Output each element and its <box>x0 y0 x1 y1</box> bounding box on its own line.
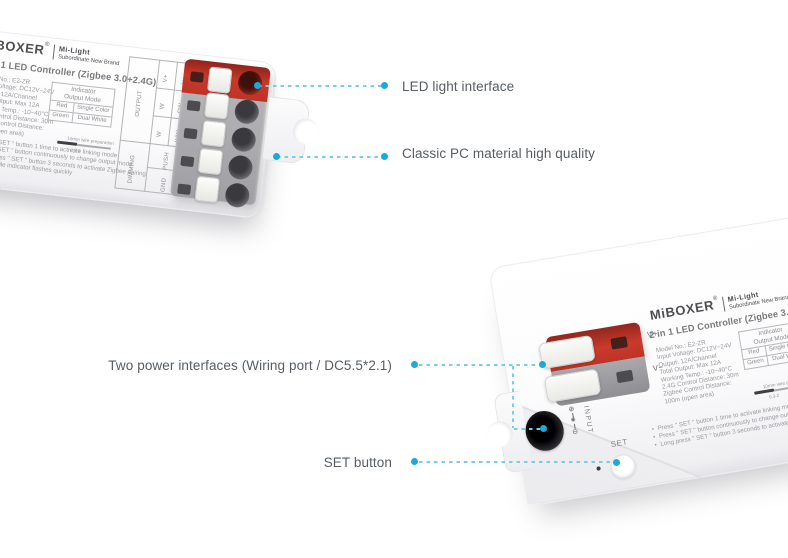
spec-list: Model No.: E2-ZR Input Voltage: DC12V~24… <box>655 335 741 406</box>
callout-power-interfaces: Two power interfaces (Wiring port / DC5.… <box>108 358 392 373</box>
leader-line <box>512 366 514 428</box>
terminal-group-output: OUTPUT <box>135 89 144 117</box>
leader-line <box>514 428 540 430</box>
leader-dot <box>273 153 280 160</box>
leader-line <box>277 156 384 158</box>
terminal-lever <box>206 66 233 94</box>
wire-slot <box>186 100 201 112</box>
wire-hole <box>227 154 254 181</box>
terminal-label: W <box>159 102 167 110</box>
leader-line <box>258 85 384 87</box>
leader-dot <box>381 82 388 89</box>
wire-hole <box>233 98 261 126</box>
terminal-lever <box>194 175 221 204</box>
leader-line <box>419 461 613 463</box>
wire-slot <box>183 127 198 140</box>
wire-slot <box>189 71 204 83</box>
leader-dot <box>254 82 261 89</box>
terminal-lever <box>197 147 224 176</box>
controller-top-view: MiBOXER ® Mi-Light Subordinate New Brand… <box>0 20 321 222</box>
wire-hole <box>230 126 257 153</box>
terminal-label: PUSH <box>162 151 171 170</box>
registered-mark: ® <box>44 41 50 49</box>
mounting-ear <box>262 96 321 165</box>
indicator-color: Green <box>48 110 73 123</box>
terminal-label: V+ <box>162 73 170 83</box>
mounting-notch <box>291 117 321 147</box>
leader-dot <box>539 361 546 368</box>
registered-mark: ® <box>712 295 718 303</box>
leader-dot <box>411 458 418 465</box>
terminal-lever <box>200 120 227 148</box>
indicator-mode-table: Indicator Output Mode Red Single Color G… <box>48 82 116 128</box>
callout-pc-material: Classic PC material high quality <box>402 146 596 161</box>
wire-slot <box>180 155 195 168</box>
leader-dot <box>613 459 620 466</box>
leader-dot <box>381 153 388 160</box>
output-terminal-block <box>169 58 271 209</box>
mounting-notch <box>484 419 515 450</box>
callout-set-button: SET button <box>323 455 392 470</box>
controller-bottom-view: V+ V− ⊕ ◉ ⊖ INPUT SET MiBOXER ® Mi-Light… <box>484 178 788 507</box>
wire-slot <box>177 183 192 195</box>
leader-dot <box>411 361 418 368</box>
leader-dot <box>540 425 547 432</box>
terminal-lever <box>203 92 230 120</box>
callout-led-interface: LED light interface <box>402 79 515 94</box>
leader-line <box>419 364 541 366</box>
terminal-group-dimming: DIMMING <box>127 154 137 184</box>
brand-divider <box>722 296 726 312</box>
terminal-label: W <box>156 130 164 137</box>
terminal-label: GND <box>160 177 168 192</box>
brand-divider <box>52 44 56 60</box>
